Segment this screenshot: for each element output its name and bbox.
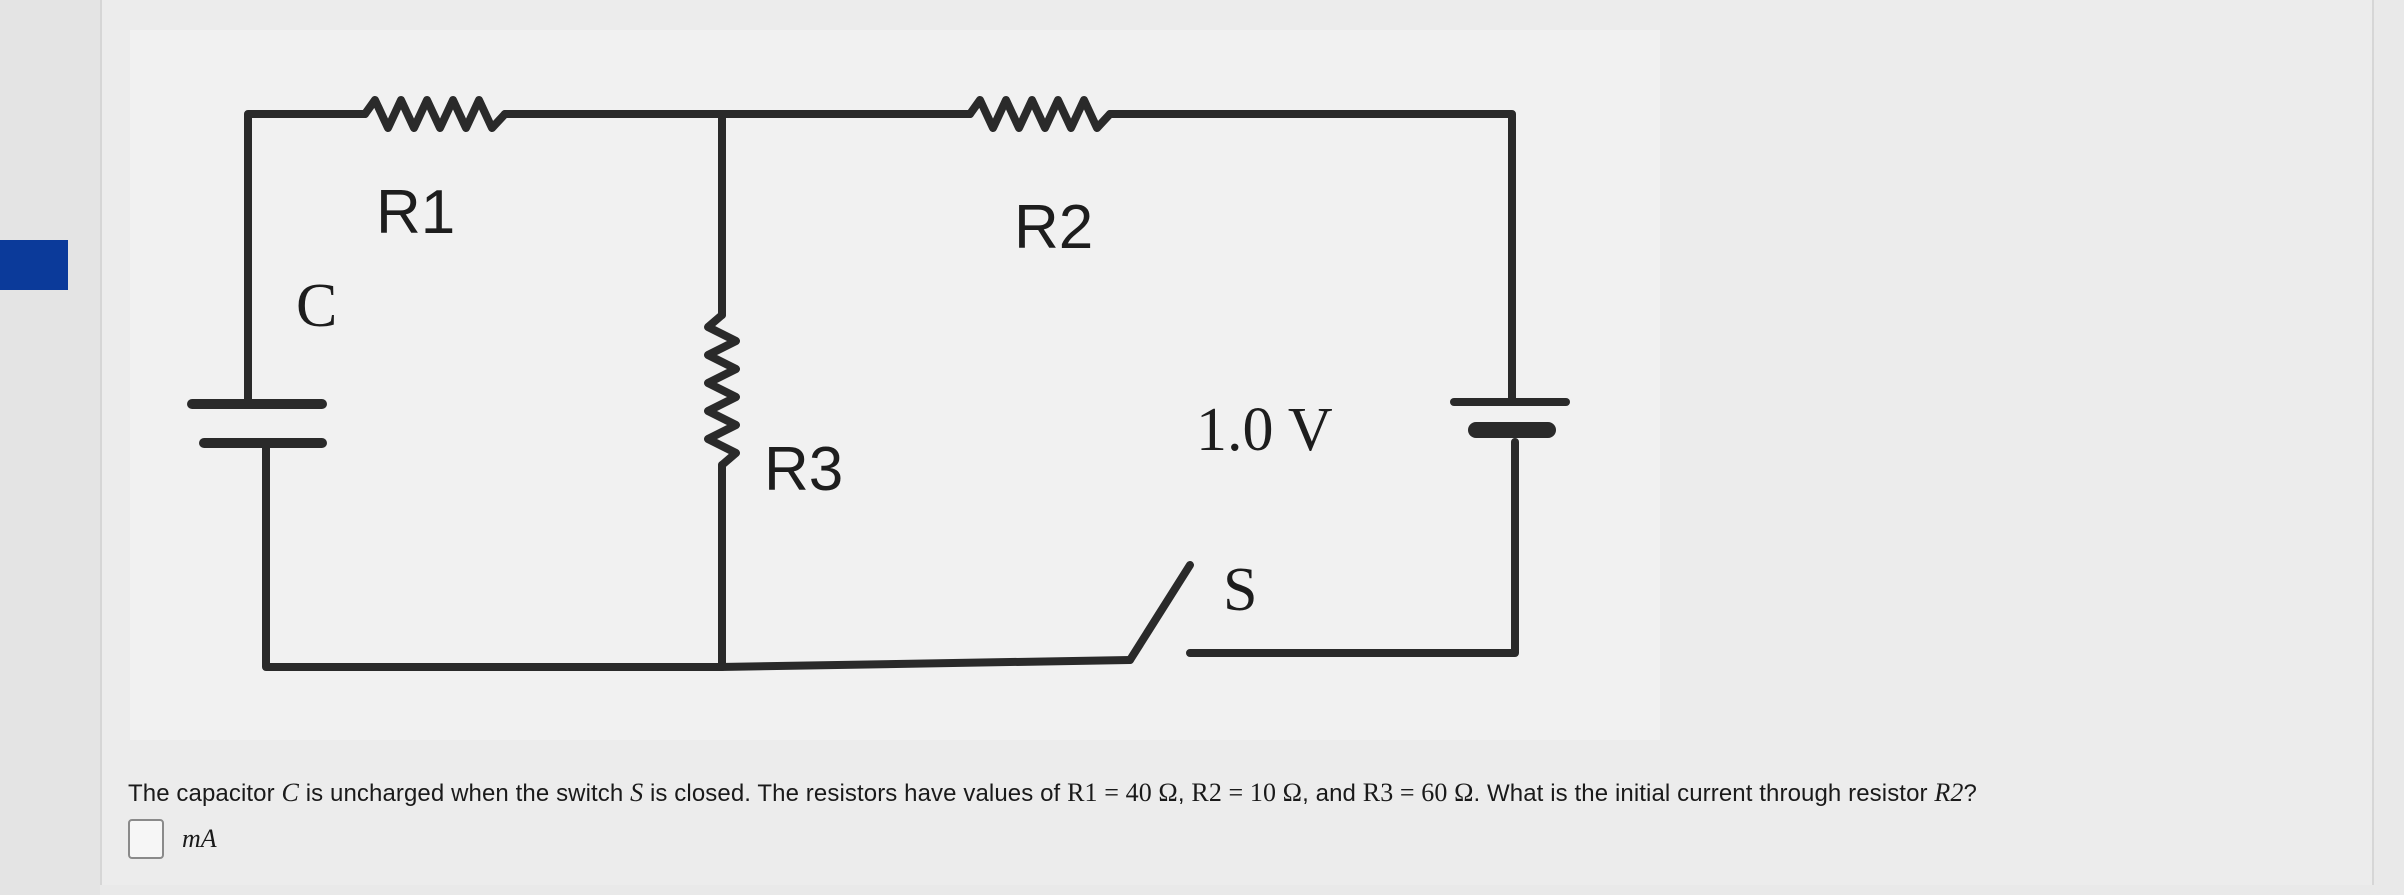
answer-row: mA bbox=[128, 818, 217, 860]
switch-blade bbox=[1126, 561, 1194, 664]
left-margin bbox=[0, 0, 100, 895]
capacitor bbox=[187, 399, 327, 448]
label-battery: 1.0 V bbox=[1196, 396, 1333, 464]
answer-unit: mA bbox=[182, 824, 217, 853]
wire-top-left bbox=[244, 110, 369, 406]
wire-left-bottom bbox=[262, 441, 724, 671]
label-r2: R2 bbox=[1014, 193, 1093, 262]
question-text: The capacitor C is uncharged when the sw… bbox=[128, 778, 1977, 807]
label-r3: R3 bbox=[764, 435, 843, 504]
label-r1: R1 bbox=[376, 178, 455, 247]
resistor-r1 bbox=[361, 96, 509, 132]
wire-top-right bbox=[1106, 110, 1516, 406]
label-capacitor: C bbox=[296, 272, 337, 340]
wire-bottom-right bbox=[1186, 438, 1519, 657]
label-switch: S bbox=[1223, 556, 1257, 624]
resistor-r3 bbox=[704, 311, 740, 469]
battery bbox=[1450, 398, 1570, 438]
circuit-diagram: C R1 R2 R3 1.0 V S bbox=[187, 96, 1570, 671]
question-marker bbox=[0, 240, 68, 290]
answer-input[interactable] bbox=[128, 819, 164, 859]
wire-bottom-middle bbox=[716, 656, 1134, 671]
circuit-diagram-image: C R1 R2 R3 1.0 V S bbox=[130, 30, 1660, 740]
resistor-r2 bbox=[966, 96, 1114, 132]
